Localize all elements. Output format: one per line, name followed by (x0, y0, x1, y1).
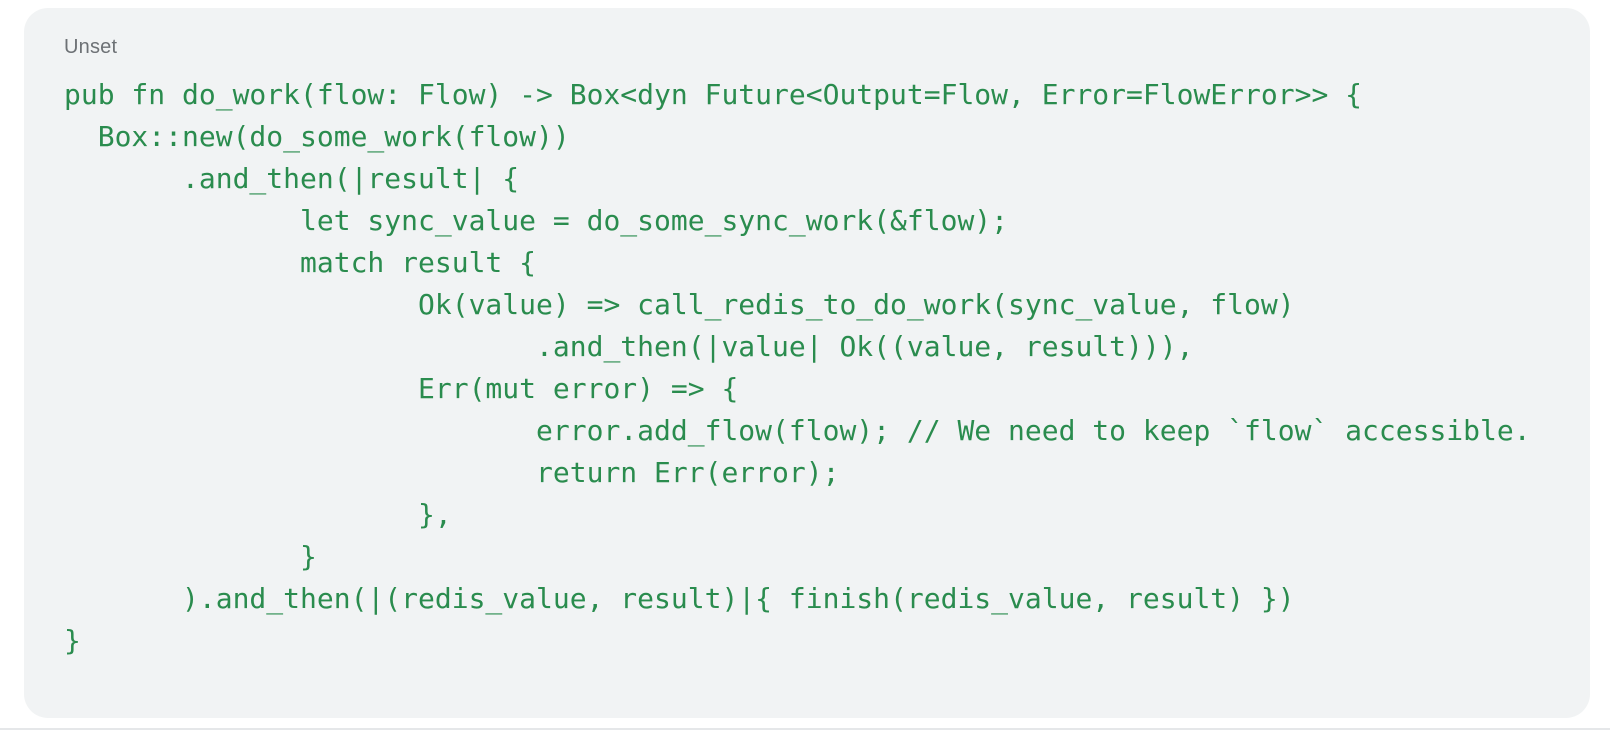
bottom-divider (0, 728, 1610, 730)
code-block: pub fn do_work(flow: Flow) -> Box<dyn Fu… (64, 78, 1531, 657)
code-card: Unset pub fn do_work(flow: Flow) -> Box<… (24, 8, 1590, 718)
language-label: Unset (64, 36, 118, 58)
